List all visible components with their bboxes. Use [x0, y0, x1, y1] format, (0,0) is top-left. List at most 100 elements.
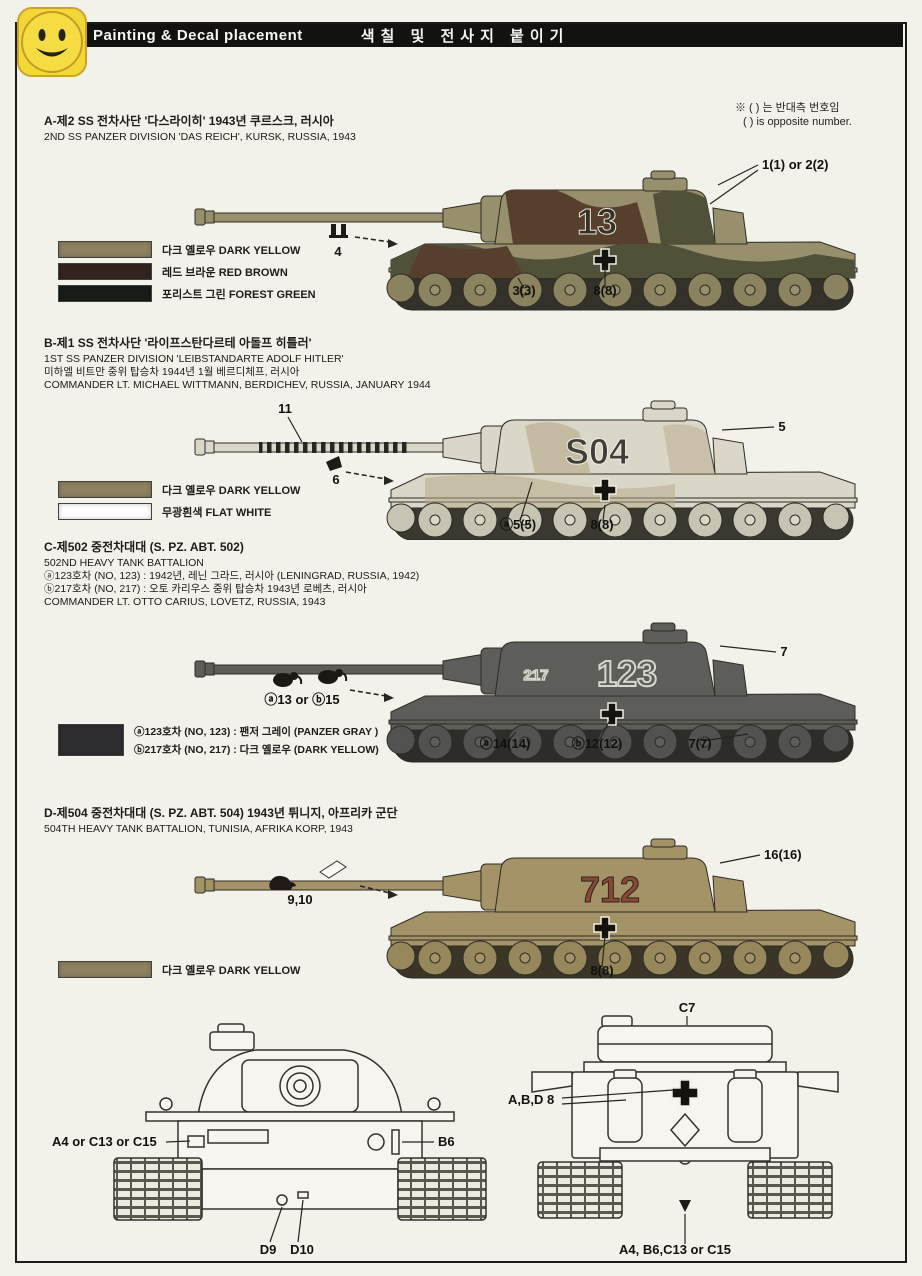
arrowhead-icon — [388, 890, 398, 899]
heading-line: C-제502 중전차대대 (S. PZ. ABT. 502) — [44, 540, 244, 554]
arrowhead-icon — [388, 239, 398, 248]
tank-front-lineart — [113, 1023, 487, 1221]
color-legend: ⓐ123호차 (NO, 123) : 팬저 그레이 (PANZER GRAY )… — [58, 724, 379, 757]
turret-number: 13 — [577, 201, 617, 242]
callout-label: 6 — [332, 472, 339, 487]
swatch-label: 다크 옐로우 DARK YELLOW — [162, 964, 301, 977]
callout-label: 1(1) or 2(2) — [762, 157, 828, 172]
arrowhead-icon — [384, 476, 394, 485]
part-icon — [326, 456, 342, 471]
callout-label: ⓐ13 or ⓑ15 — [264, 692, 339, 707]
swatch-label: 다크 옐로우 DARK YELLOW — [162, 484, 301, 497]
legend-line: ⓐ123호차 (NO, 123) : 팬저 그레이 (PANZER GRAY ) — [134, 726, 379, 738]
callout-label: A4, B6,C13 or C15 — [619, 1242, 731, 1257]
callout-label: C7 — [679, 1000, 696, 1015]
balkenkreuz-decal — [593, 248, 617, 272]
callout-label: ⓐ14(14) — [480, 736, 531, 751]
note-line-ko: ※ ( ) 는 반대측 번호임 — [735, 102, 840, 114]
callout-label: 4 — [334, 244, 342, 259]
kill-ring-stripes — [259, 442, 409, 453]
color-swatch-row: 레드 브라운 RED BROWN — [58, 263, 288, 280]
tiger-tank-b: S04 — [194, 400, 858, 540]
callout-label: 7 — [780, 644, 787, 659]
mammoth-emblem-icon — [318, 669, 348, 684]
callout-label: B6 — [438, 1134, 455, 1149]
opposite-number-note: ※ ( ) 는 반대측 번호임 ( ) is opposite number. — [735, 101, 852, 129]
section-d-heading: D-제504 중전차대대 (S. PZ. ABT. 504) 1943년 튀니지… — [44, 804, 398, 836]
tank-rear-view: C7 A,B,D 8 A4, B6,C13 or C15 — [508, 1000, 839, 1257]
callout-label: D10 — [290, 1242, 314, 1257]
turret-number: 123 — [597, 653, 657, 694]
note-line-en: ( ) is opposite number. — [743, 116, 852, 128]
tank-side-view-d: 712 16(16) 9,10 8(8) — [194, 838, 858, 979]
callout-label: 8(8) — [593, 283, 616, 298]
turret-number: S04 — [565, 431, 629, 472]
swatch-label: 다크 옐로우 DARK YELLOW — [162, 244, 301, 257]
callout-label: D9 — [260, 1242, 277, 1257]
page-title-en: Painting & Decal placement — [93, 27, 303, 44]
part-icon — [269, 875, 296, 890]
color-swatch — [58, 503, 152, 520]
tiger-tank-d: 712 — [194, 838, 858, 979]
callout-label: ⓑ12(12) — [572, 736, 623, 751]
tank-front-view: A4 or C13 or C15 B6 D9 D10 — [52, 1023, 487, 1257]
turret-number: 712 — [580, 869, 640, 910]
color-swatch — [58, 285, 152, 302]
tiger-tank-c: 217 123 — [194, 622, 858, 763]
turret-number-small: 217 — [523, 667, 548, 684]
callout-label: 7(7) — [688, 736, 711, 751]
tank-side-view-a: 13 1(1) or 2(2) 4 3(3) 8(8) — [194, 157, 858, 311]
mammoth-emblem-icon — [273, 672, 303, 687]
balkenkreuz-decal — [593, 478, 617, 502]
swatch-label: 레드 브라운 RED BROWN — [162, 266, 288, 279]
tank-rear-lineart — [531, 1015, 839, 1219]
heading-line: B-제1 SS 전차사단 '라이프스탄다르테 아돌프 히틀러' — [44, 336, 312, 350]
heading-line: 502ND HEAVY TANK BATTALION — [44, 557, 204, 569]
header-bar: Painting & Decal placement 색칠 및 전사지 붙이기 — [17, 24, 903, 47]
swatch-label: 포리스트 그린 FOREST GREEN — [162, 288, 316, 301]
color-swatch — [58, 724, 124, 756]
balkenkreuz-decal — [593, 916, 617, 940]
section-c-heading: C-제502 중전차대대 (S. PZ. ABT. 502) 502ND HEA… — [44, 538, 419, 609]
callout-label: ⓐ5(5) — [500, 517, 536, 532]
part-icon — [319, 860, 347, 879]
callout-label: 9,10 — [287, 892, 312, 907]
tiger-tank-a: 13 — [194, 170, 858, 311]
balkenkreuz-decal — [600, 702, 624, 726]
section-a-heading: A-제2 SS 전차사단 '다스라이히' 1943년 쿠르스크, 러시아 2ND… — [44, 112, 356, 144]
color-swatch-row: 포리스트 그린 FOREST GREEN — [58, 285, 316, 302]
tank-side-view-b: S04 11 5 6 ⓐ5(5) 8(8) — [194, 400, 858, 540]
callout-label: 8(8) — [590, 517, 613, 532]
heading-line: 504TH HEAVY TANK BATTALION, TUNISIA, AFR… — [44, 823, 353, 835]
color-swatch-row: 다크 옐로우 DARK YELLOW — [58, 481, 300, 498]
callout-label: 11 — [278, 401, 292, 416]
arrowhead-icon — [384, 693, 394, 702]
legend-line: ⓑ217호차 (NO, 217) : 다크 옐로우 (DARK YELLOW) — [134, 744, 379, 756]
smiley-face-icon — [21, 11, 83, 73]
part-icon — [679, 1200, 691, 1212]
swatch-label: 무광흰색 FLAT WHITE — [162, 506, 272, 519]
color-swatch-row: 무광흰색 FLAT WHITE — [58, 503, 271, 520]
tank-side-view-c: 217 123 7 ⓐ13 or ⓑ15 ⓐ14(14) ⓑ12(12) 7(7… — [194, 622, 858, 763]
callout-label: 8(8) — [590, 963, 613, 978]
heading-line: 1ST SS PANZER DIVISION 'LEIBSTANDARTE AD… — [44, 353, 344, 365]
section-b-heading: B-제1 SS 전차사단 '라이프스탄다르테 아돌프 히틀러' 1ST SS P… — [44, 334, 431, 392]
balkenkreuz-decal — [671, 1079, 699, 1107]
callout-label: A,B,D 8 — [508, 1092, 554, 1107]
color-swatch-row: 다크 옐로우 DARK YELLOW — [58, 961, 300, 978]
color-swatch — [58, 241, 152, 258]
heading-line: 2ND SS PANZER DIVISION 'DAS REICH', KURS… — [44, 131, 356, 143]
camouflage-pattern — [425, 422, 715, 508]
color-swatch — [58, 961, 152, 978]
heading-line: ⓐ123호차 (NO, 123) : 1942년, 레닌 그라드, 러시아 (L… — [44, 570, 420, 582]
heading-line: 미하엘 비트만 중위 탑승차 1944년 1월 베르디체프, 러시아 — [44, 366, 300, 378]
page-title-ko: 색칠 및 전사지 붙이기 — [360, 28, 570, 45]
callout-label: 3(3) — [512, 283, 535, 298]
part-icon — [329, 224, 348, 238]
heading-line: COMMANDER LT. OTTO CARIUS, LOVETZ, RUSSI… — [44, 596, 326, 608]
callout-label: 16(16) — [764, 847, 802, 862]
callout-label: 5 — [778, 419, 785, 434]
color-swatch — [58, 481, 152, 498]
heading-line: COMMANDER LT. MICHAEL WITTMANN, BERDICHE… — [44, 379, 431, 391]
